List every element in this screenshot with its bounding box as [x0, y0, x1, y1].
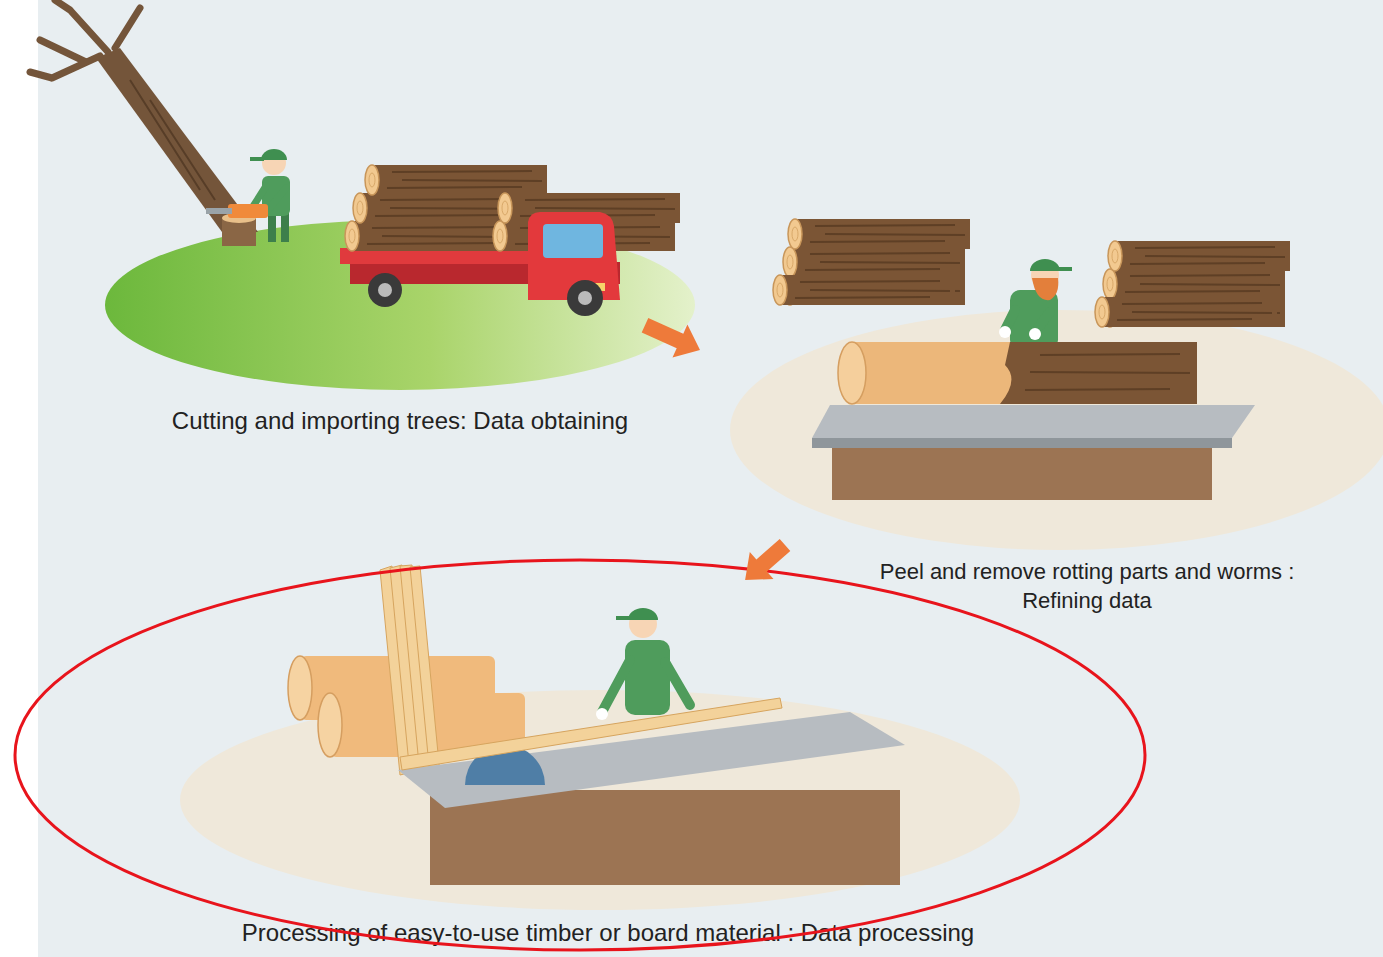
bench-base	[832, 448, 1212, 500]
truck-window	[543, 224, 603, 258]
flow-arrow	[745, 539, 790, 580]
flow-arrow	[642, 318, 700, 358]
worker-leg	[268, 212, 276, 242]
worker-cap	[628, 608, 658, 620]
log	[365, 165, 547, 195]
illustration-panel: Processing of easy-to-use timber or boar…	[40, 580, 1140, 950]
bark-texture	[1025, 354, 1190, 390]
worker-cap	[1030, 259, 1060, 271]
log	[783, 247, 965, 277]
worker-arms	[1005, 310, 1050, 332]
background	[38, 0, 1383, 957]
cap-brim	[616, 616, 630, 620]
panel-caption: Peel and remove rotting parts and worms …	[837, 558, 1337, 615]
panel-caption: Cutting and importing trees: Data obtain…	[100, 405, 700, 436]
wheel-hub	[378, 283, 392, 297]
worker-leg	[281, 212, 289, 242]
ground	[180, 690, 1020, 910]
worker-glove	[596, 708, 608, 720]
worker-body	[625, 640, 670, 715]
chainsaw	[228, 204, 268, 218]
highlight-ellipse	[15, 560, 1145, 950]
log	[1103, 269, 1285, 299]
illustration-panel: Cutting and importing trees: Data obtain…	[40, 10, 645, 440]
worker-glove	[1029, 328, 1041, 340]
worker-cap	[261, 149, 287, 160]
worker-beard	[1032, 278, 1058, 300]
log	[1095, 297, 1277, 327]
bark-texture	[130, 80, 215, 200]
board-on-table	[400, 698, 782, 770]
tree-branches	[30, 0, 140, 78]
bench-edge	[812, 438, 1232, 448]
illustration-panel: Peel and remove rotting parts and worms …	[700, 200, 1380, 545]
log	[1108, 241, 1290, 271]
log-end	[838, 342, 866, 404]
panel-caption: Processing of easy-to-use timber or boar…	[68, 917, 1148, 948]
saw-table-base	[430, 790, 900, 885]
log	[788, 219, 970, 249]
peeled-log	[852, 342, 1197, 404]
worker-arms	[602, 660, 690, 712]
chainsaw-blade	[206, 208, 232, 214]
log-bark	[1000, 342, 1197, 404]
board	[410, 566, 440, 776]
wheel-hub	[578, 291, 592, 305]
worker-glove	[999, 326, 1011, 338]
bench-top	[812, 405, 1255, 438]
cap-brim	[250, 157, 264, 161]
ground	[730, 310, 1383, 550]
cap-brim	[1058, 267, 1072, 271]
truck-wheel	[368, 273, 402, 307]
log	[773, 275, 955, 305]
truck-wheel	[567, 280, 603, 316]
